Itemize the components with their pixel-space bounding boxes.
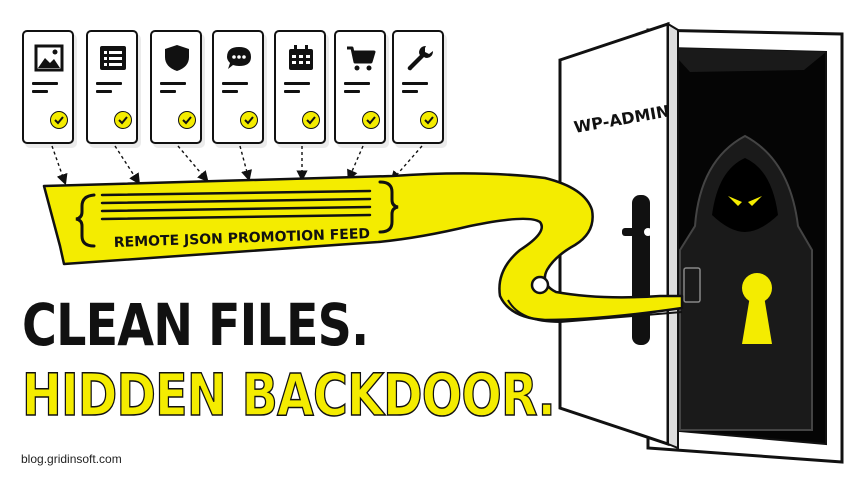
calendar-icon [289, 45, 313, 70]
check-icon [114, 111, 132, 129]
check-icon [302, 111, 320, 129]
card-list [86, 30, 138, 144]
check-icon [240, 111, 258, 129]
json-brace-right [378, 180, 399, 234]
json-brace-left [75, 193, 96, 248]
list-icon [100, 46, 126, 70]
arrow-4 [239, 145, 252, 182]
door-handle-plate [632, 195, 650, 345]
card-cart [334, 30, 386, 144]
shopping-cart-icon [347, 46, 376, 71]
arrow-6 [347, 145, 364, 182]
arrow-2 [114, 145, 141, 185]
check-icon [362, 111, 380, 129]
image-icon [34, 44, 64, 72]
arrow-7 [390, 145, 423, 183]
check-icon [178, 111, 196, 129]
card-arrows [51, 145, 423, 186]
card-calendar [274, 30, 326, 144]
wrench-icon [407, 46, 433, 71]
headline-line-2: HIDDEN BACKDOOR. [21, 361, 556, 429]
headline-line-1: CLEAN FILES. [22, 291, 369, 359]
chat-bubble-icon [227, 47, 251, 69]
json-lines [100, 189, 372, 221]
check-icon [420, 111, 438, 129]
card-chat [212, 30, 264, 144]
card-shield [150, 30, 202, 144]
arrow-1 [51, 145, 68, 186]
shield-icon [165, 45, 189, 71]
card-wrench [392, 30, 444, 144]
check-icon [50, 111, 68, 129]
hacker-figure [679, 134, 813, 431]
source-url: blog.gridinsoft.com [21, 452, 122, 466]
card-image [22, 30, 74, 144]
arrow-3 [177, 145, 209, 183]
